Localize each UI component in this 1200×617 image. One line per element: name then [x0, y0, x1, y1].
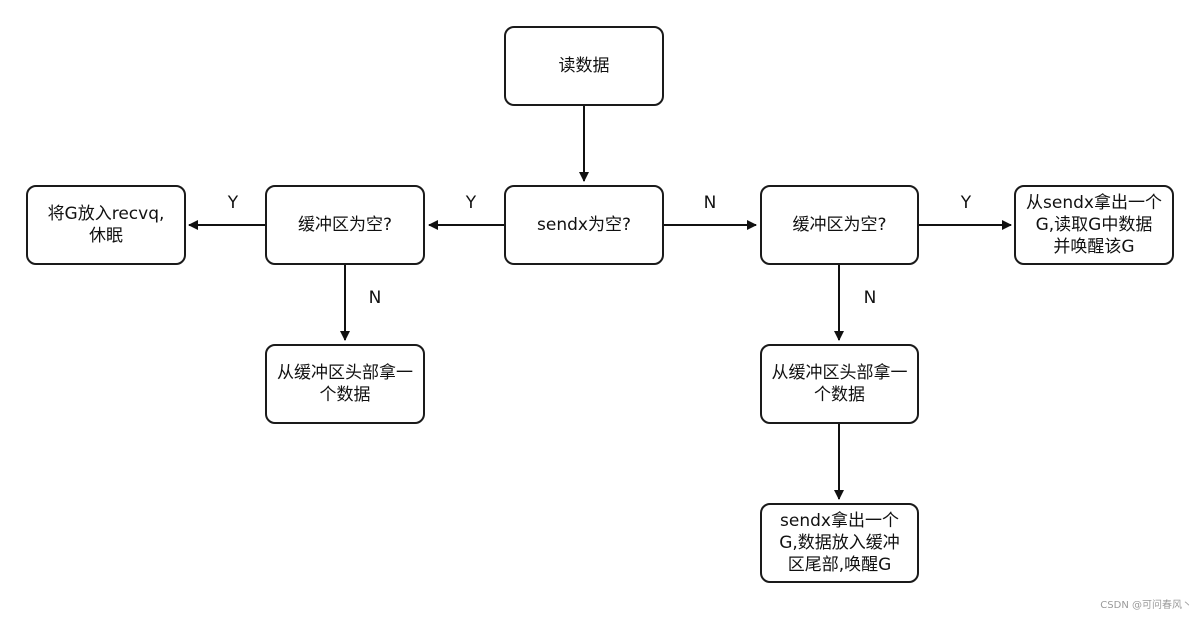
node-buffer-empty-right: 缓冲区为空?	[760, 185, 919, 265]
edge-label-y-park: Y	[227, 193, 239, 213]
node-take-head-left: 从缓冲区头部拿一 个数据	[265, 344, 425, 424]
edge-label-y-left: Y	[465, 193, 477, 213]
node-take-head-right: 从缓冲区头部拿一 个数据	[760, 344, 919, 424]
node-take-from-sendx: 从sendx拿出一个 G,读取G中数据 并唤醒该G	[1014, 185, 1174, 265]
node-park-recvq: 将G放入recvq, 休眠	[26, 185, 186, 265]
node-buffer-empty-left: 缓冲区为空?	[265, 185, 425, 265]
watermark: CSDN @可问春风丶	[1100, 600, 1192, 611]
node-sendx-to-tail: sendx拿出一个 G,数据放入缓冲 区尾部,唤醒G	[760, 503, 919, 583]
node-sendx-empty: sendx为空?	[504, 185, 664, 265]
edge-label-y-right-sendx: Y	[960, 193, 972, 213]
edge-label-n-left-down: N	[368, 288, 382, 308]
edge-label-n-right-down: N	[863, 288, 877, 308]
node-read-data: 读数据	[504, 26, 664, 106]
edge-label-n-right: N	[703, 193, 717, 213]
